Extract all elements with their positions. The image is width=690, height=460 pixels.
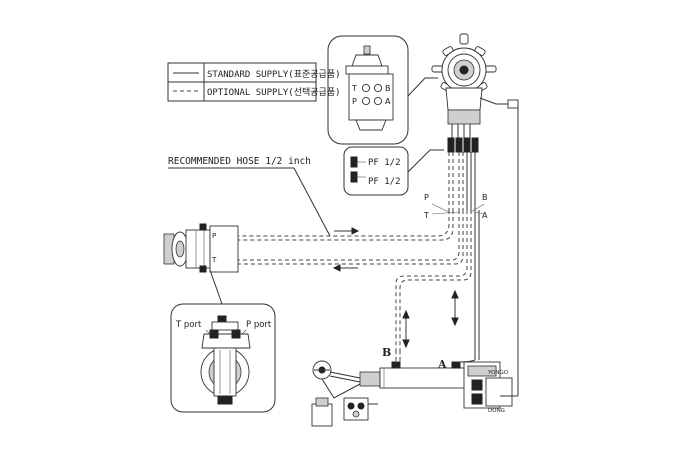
p-port-label: P port bbox=[246, 320, 272, 330]
fitting-label-1: PF 1/2 bbox=[368, 158, 401, 168]
aux-detail-frame bbox=[170, 303, 276, 413]
bracket-text-top: YONGO bbox=[487, 370, 509, 376]
helm-wheel-pump bbox=[431, 33, 519, 396]
legend-standard-label: STANDARD SUPPLY(표준공급품) bbox=[207, 69, 341, 80]
legend: STANDARD SUPPLY(표준공급품) OPTIONAL SUPPLY(선… bbox=[167, 62, 341, 102]
bracket-text-bottom: DONG bbox=[488, 408, 505, 414]
aux-pump: P T bbox=[163, 223, 239, 305]
cylinder-port-a-label: A bbox=[437, 358, 447, 371]
line-label-a: A bbox=[482, 211, 488, 220]
helm-pump-detail: T P B A bbox=[327, 35, 438, 145]
detail-port-b: B bbox=[385, 84, 391, 93]
hose-lines bbox=[238, 152, 480, 360]
steering-cylinder-assembly: YONGO DONG B A bbox=[311, 346, 518, 427]
recommended-hose-label: RECOMMENDED HOSE 1/2 inch bbox=[168, 156, 311, 167]
fitting-label-2: PF 1/2 bbox=[368, 177, 401, 187]
t-port-label: T port bbox=[175, 320, 202, 330]
line-label-t: T bbox=[423, 211, 429, 220]
aux-pump-port-p: P bbox=[212, 232, 216, 240]
fitting-callout-frame bbox=[343, 146, 409, 196]
aux-pump-port-t: T bbox=[211, 256, 217, 264]
legend-optional-label: OPTIONAL SUPPLY(선택공급품) bbox=[207, 87, 341, 98]
detail-port-a: A bbox=[385, 97, 391, 106]
line-port-labels: P T B A bbox=[423, 193, 488, 220]
fitting-callout: PF 1/2 PF 1/2 bbox=[343, 146, 444, 196]
hose-leader-line bbox=[293, 167, 331, 237]
detail-frame bbox=[327, 35, 409, 145]
detail-port-p: P bbox=[352, 97, 357, 106]
cylinder-port-b-label: B bbox=[382, 346, 391, 359]
line-label-p: P bbox=[424, 193, 429, 202]
aux-pump-detail: T port P port bbox=[170, 303, 276, 413]
detail-port-t: T bbox=[351, 84, 357, 93]
line-label-b: B bbox=[482, 193, 488, 202]
cylinder-barrel bbox=[379, 367, 473, 389]
